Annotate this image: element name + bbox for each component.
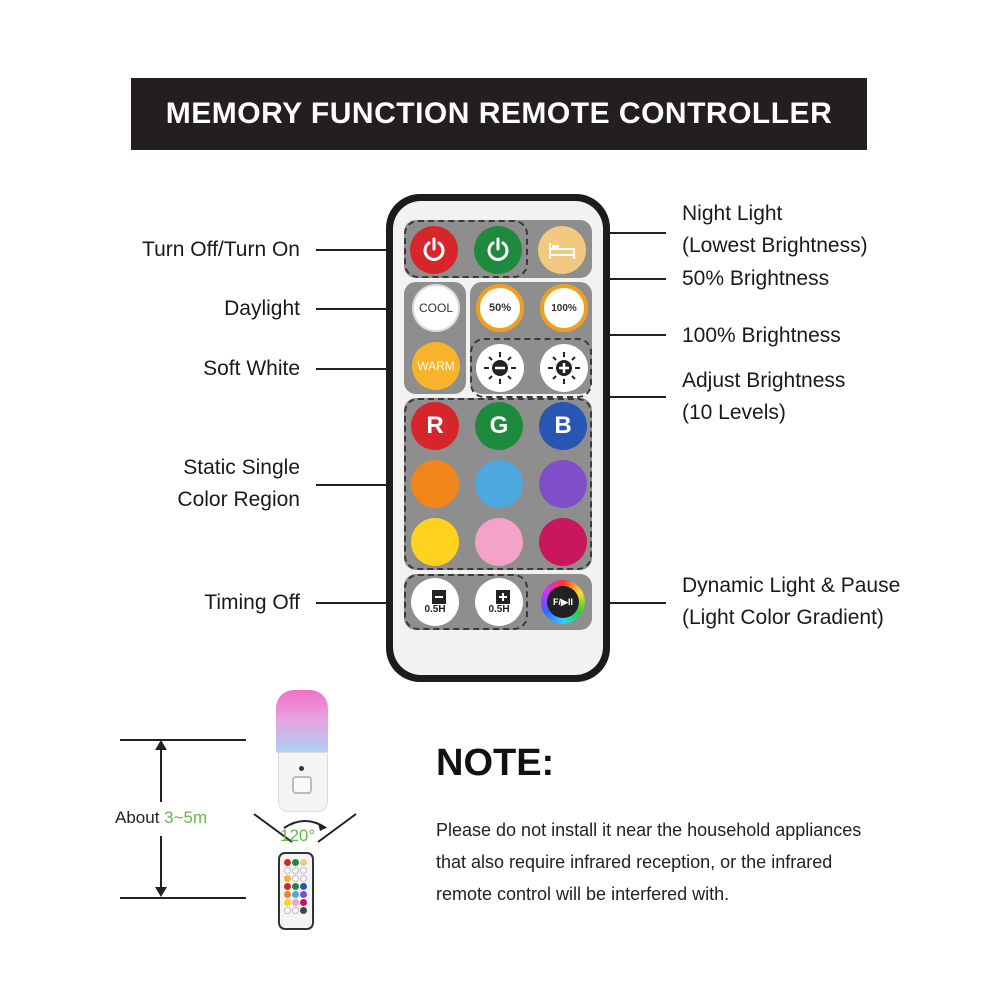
leader-daylight — [316, 308, 410, 310]
range-arrow-shaft-lower — [160, 836, 162, 892]
label-100-brightness: 100% Brightness — [682, 324, 841, 347]
night-light-switch[interactable] — [292, 776, 312, 794]
cool-label: COOL — [418, 301, 453, 315]
leader-timing-off — [316, 602, 408, 604]
warm-label: WARM — [417, 359, 455, 373]
label-night-light-1: Night Light — [682, 202, 783, 225]
page-title: MEMORY FUNCTION REMOTE CONTROLLER — [165, 97, 833, 130]
timer-minus-button[interactable]: 0.5H — [411, 578, 459, 626]
red-button[interactable]: R — [411, 402, 459, 450]
power-icon — [423, 237, 445, 261]
cool-button[interactable]: COOL — [412, 284, 460, 332]
range-arrow-shaft — [160, 744, 162, 802]
range-bottom-line — [120, 897, 246, 899]
timer-minus-label: 0.5H — [424, 603, 446, 615]
timer-plus-button[interactable]: 0.5H — [475, 578, 523, 626]
label-adjust-brightness-2: (10 Levels) — [682, 401, 786, 424]
brightness-up-button[interactable] — [540, 344, 588, 392]
label-turn-off-on: Turn Off/Turn On — [142, 238, 300, 261]
note-heading: NOTE: — [436, 742, 555, 784]
timer-group-outline — [404, 574, 528, 630]
green-label: G — [489, 412, 509, 439]
distance-prefix: About — [115, 808, 165, 827]
label-night-light-2: (Lowest Brightness) — [682, 234, 868, 257]
timer-plus-label: 0.5H — [488, 603, 510, 615]
magenta-button[interactable] — [539, 518, 587, 566]
mini-remote-buttons — [284, 859, 308, 914]
brightness-100-button[interactable]: 100% — [540, 284, 588, 332]
blue-button[interactable]: B — [539, 402, 587, 450]
purple-button[interactable] — [539, 460, 587, 508]
note-text: Please do not install it near the househ… — [436, 814, 956, 910]
power-icon — [487, 237, 509, 261]
dynamic-light-button[interactable]: F/▶II — [541, 580, 585, 624]
brightness-50-button[interactable]: 50% — [476, 284, 524, 332]
range-top-line — [120, 739, 246, 741]
leader-100-brightness — [572, 334, 666, 336]
leader-adjust-brightness — [572, 396, 666, 398]
night-light-base — [278, 752, 328, 812]
power-group-outline — [404, 220, 528, 278]
pink-button[interactable] — [475, 518, 523, 566]
power-off-button[interactable] — [410, 226, 458, 274]
power-on-button[interactable] — [474, 226, 522, 274]
timer-minus-icon — [432, 589, 446, 604]
leader-static-color — [316, 484, 408, 486]
leader-night-light — [586, 232, 666, 234]
night-light-button[interactable] — [538, 226, 586, 274]
note-line-1: Please do not install it near the househ… — [436, 820, 862, 840]
leader-dynamic — [586, 602, 666, 604]
title-banner: MEMORY FUNCTION REMOTE CONTROLLER — [131, 78, 867, 150]
light-sensor — [299, 766, 304, 771]
range-arrow-heads — [155, 740, 167, 897]
leader-turn-off-on — [316, 249, 408, 251]
note-line-2: that also require infrared reception, or… — [436, 852, 833, 872]
note-line-3: remote control will be interfered with. — [436, 884, 730, 904]
brightness-group-outline — [470, 338, 592, 398]
timer-plus-icon — [496, 589, 510, 604]
yellow-button[interactable] — [411, 518, 459, 566]
sky-blue-button[interactable] — [475, 460, 523, 508]
distance-label: About 3~5m — [115, 808, 207, 828]
mini-remote — [278, 852, 314, 930]
blue-label: B — [554, 412, 572, 439]
label-static-color-1: Static Single — [183, 456, 300, 479]
orange-button[interactable] — [411, 460, 459, 508]
green-button[interactable]: G — [475, 402, 523, 450]
label-soft-white: Soft White — [203, 357, 300, 380]
dynamic-label: F/▶II — [553, 596, 573, 607]
night-light-device — [276, 690, 328, 812]
label-daylight: Daylight — [224, 297, 300, 320]
label-adjust-brightness-1: Adjust Brightness — [682, 369, 846, 392]
night-light-shade — [276, 690, 328, 754]
label-timing-off: Timing Off — [204, 591, 300, 614]
dynamic-inner: F/▶II — [547, 586, 579, 618]
angle-arc-icon — [253, 813, 357, 843]
label-50-brightness: 50% Brightness — [682, 267, 830, 290]
label-dynamic-1: Dynamic Light & Pause — [682, 574, 901, 597]
label-static-color-2: Color Region — [177, 488, 300, 511]
bed-icon — [549, 243, 575, 259]
brightness-50-label: 50% — [488, 302, 512, 314]
sun-minus-icon — [484, 352, 516, 384]
angle-label: 120° — [280, 826, 316, 845]
sun-plus-icon — [548, 352, 580, 384]
warm-button[interactable]: WARM — [412, 342, 460, 390]
leader-soft-white — [316, 368, 410, 370]
brightness-100-label: 100% — [551, 302, 577, 314]
red-label: R — [426, 412, 444, 439]
label-dynamic-2: (Light Color Gradient) — [682, 606, 884, 629]
brightness-down-button[interactable] — [476, 344, 524, 392]
colors-group-outline — [404, 398, 592, 570]
distance-range: 3~5m — [164, 808, 208, 827]
